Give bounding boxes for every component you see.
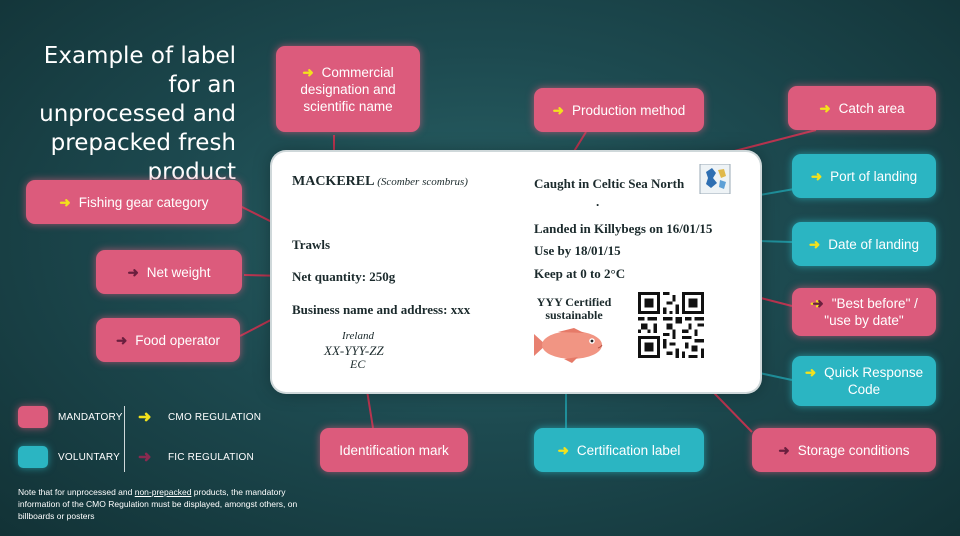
legend-fic: FIC REGULATION [168,452,254,463]
caught-text: Caught in Celtic Sea North [534,176,685,191]
cmo-arrow-icon: ➜ [552,102,564,118]
tag-date-of-landing: ➜Date of landing [792,222,936,266]
business-text: Business name and address: xxx [292,302,471,317]
fic-arrow-icon: ➜ [127,264,139,280]
use-by-text: Use by 18/01/15 [534,243,621,258]
tag-catch-area: ➜Catch area [788,86,936,130]
tag-best-before: ➜➜"Best before" / "use by date" [792,288,936,336]
tag-storage-conditions: ➜Storage conditions [752,428,936,472]
cmo-arrow-icon: ➜ [138,409,152,426]
tag-commercial-designation: ➜Commercial designation and scientific n… [276,46,420,132]
legend-cmo: CMO REGULATION [168,412,262,423]
tag-food-operator: ➜Food operator [96,318,240,362]
cmo-arrow-icon: ➜ [557,442,569,458]
tag-identification-mark: Identification mark [320,428,468,472]
fic-arrow-icon: ➜ [778,442,790,458]
tag-net-weight: ➜Net weight [96,250,242,294]
fishing-area-map-icon [699,164,731,194]
tag-quick-response-code: ➜Quick Response Code [792,356,936,406]
legend-voluntary: VOLUNTARY [58,452,121,463]
certification-text: YYY Certified sustainable [536,295,612,322]
legend-divider [124,406,125,472]
fic-arrow-icon: ➜ [138,449,152,466]
gear-text: Trawls [292,237,331,252]
legend-mandatory-swatch [18,406,48,428]
fic-arrow-icon: ➜ [812,296,824,311]
qr-code-icon [638,292,704,358]
cmo-arrow-icon: ➜ [808,236,821,252]
keep-text: Keep at 0 to 2°C [534,266,626,281]
id-country: Ireland [342,330,374,342]
landed-text: Landed in Killybegs on 16/01/15 [534,221,713,236]
id-ec: EC [350,357,366,371]
footnote: Note that for unprocessed and non-prepac… [18,487,298,521]
cmo-arrow-icon: ➜ [59,194,71,210]
fic-arrow-icon: ➜ [115,332,128,348]
fish-icon [534,328,603,363]
net-quantity-text: Net quantity: 250g [292,269,396,284]
scientific-name: (Scomber scombrus) [377,176,468,188]
tag-production-method: ➜Production method [534,88,704,132]
product-label-card: MACKEREL (Scomber scombrus) Trawls Net q… [272,152,760,392]
cmo-arrow-icon: ➜ [810,168,823,184]
cmo-arrow-icon: ➜ [810,296,822,311]
legend-mandatory: MANDATORY [58,412,123,423]
species-name: MACKEREL (Scomber scombrus) [292,174,468,189]
tag-fishing-gear: ➜Fishing gear category [26,180,242,224]
cmo-arrow-icon: ➜ [819,100,831,116]
tag-certification-label: ➜Certification label [534,428,704,472]
legend-voluntary-swatch [18,446,48,468]
id-code: XX-YYY-ZZ [324,343,384,358]
cmo-arrow-icon: ➜ [804,365,817,380]
cmo-arrow-icon: ➜ [302,64,314,80]
dot-text: . [596,194,600,209]
tag-port-of-landing: ➜Port of landing [792,154,936,198]
